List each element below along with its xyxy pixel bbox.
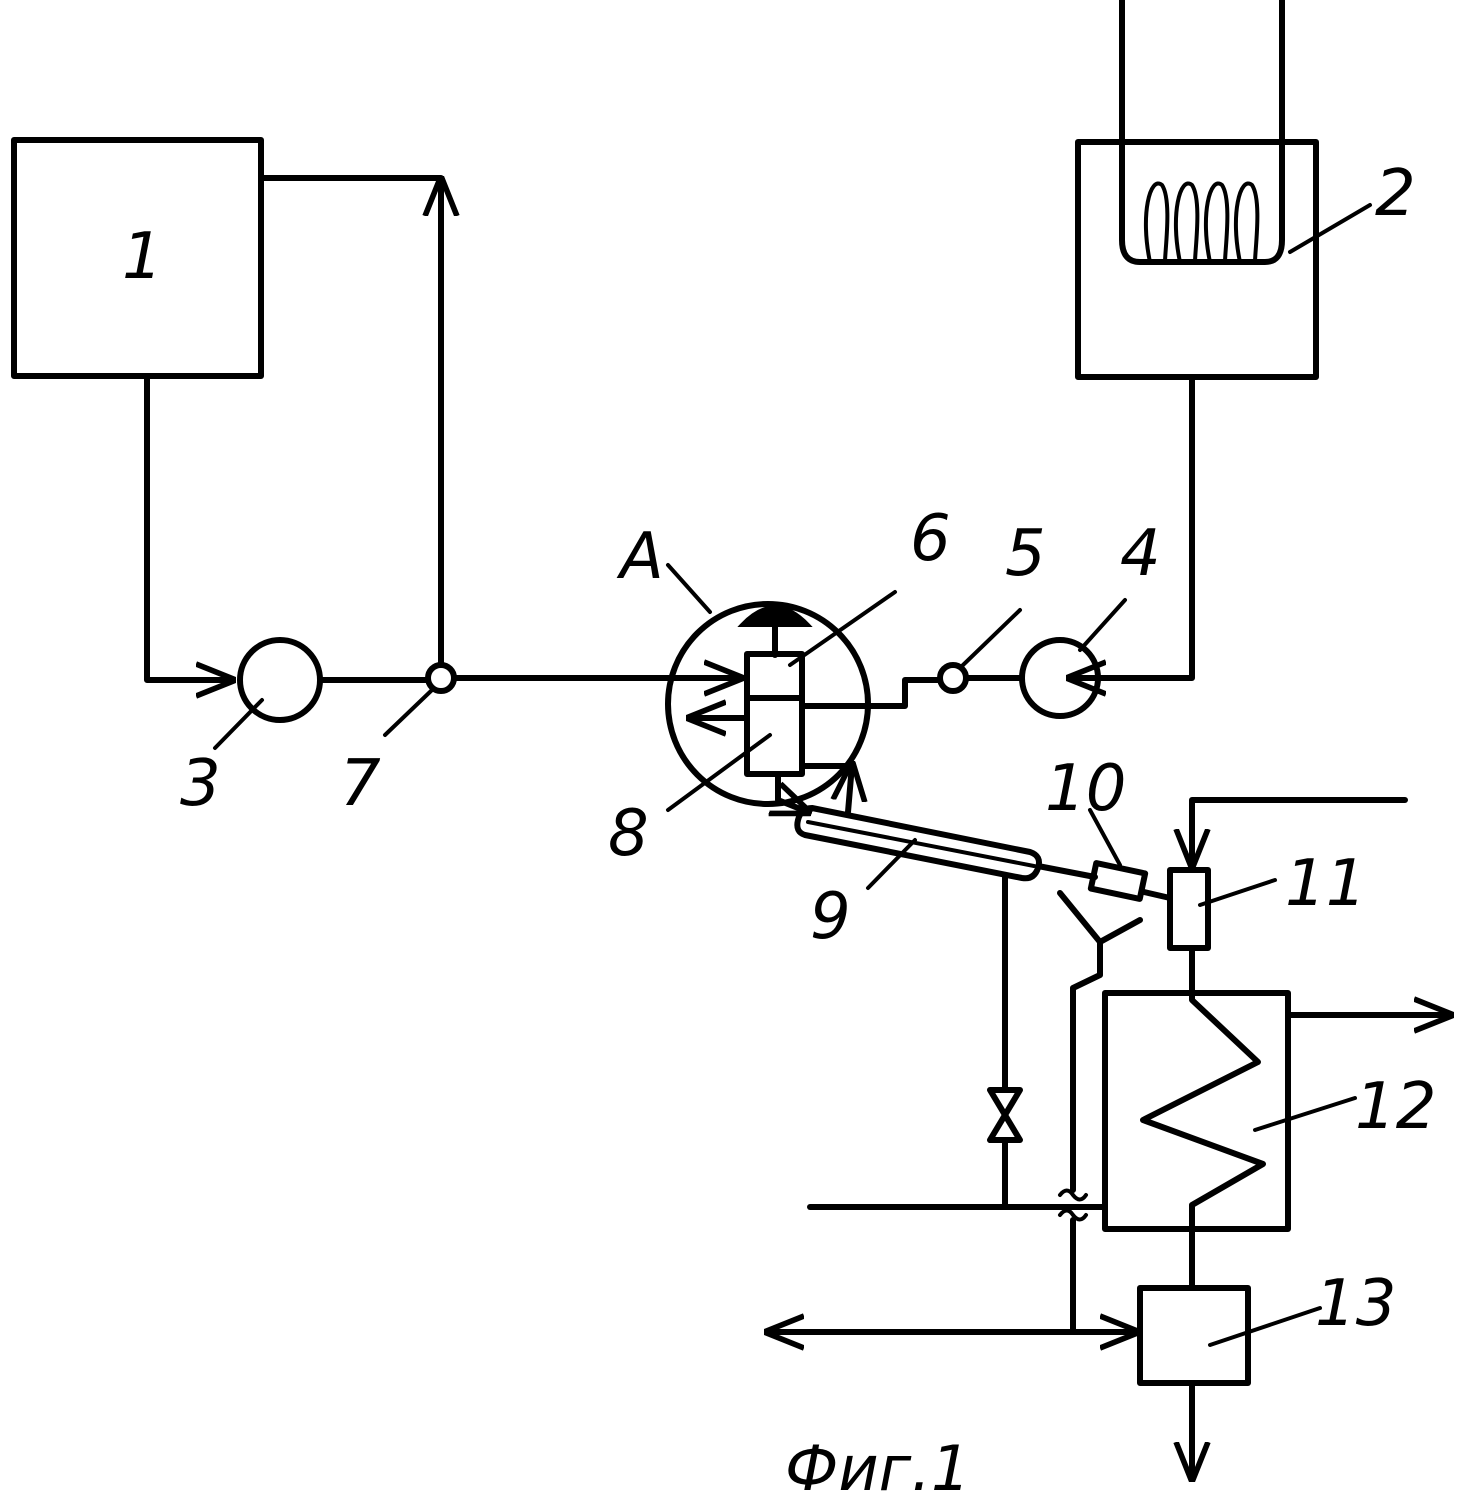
label-11: 11 (1285, 847, 1366, 921)
label-9: 9 (810, 880, 851, 954)
label-6: 6 (910, 502, 951, 576)
valve-symbol (990, 1090, 1020, 1140)
label-10: 10 (1045, 752, 1126, 826)
label-A: A (616, 520, 664, 594)
element-6-8 (747, 654, 802, 774)
label-12: 12 (1355, 1070, 1436, 1144)
element-13 (1140, 1288, 1248, 1383)
label-7: 7 (340, 747, 381, 821)
check-valve-5 (940, 665, 966, 691)
label-3: 3 (180, 747, 221, 821)
label-5: 5 (1005, 517, 1046, 591)
tube-9 (797, 808, 1039, 878)
line-1-to-3 (147, 376, 232, 680)
label-4: 4 (1120, 517, 1161, 591)
label-8: 8 (608, 797, 649, 871)
node-7 (428, 665, 454, 691)
heating-coil (1122, 0, 1282, 262)
element-10 (1091, 863, 1145, 899)
exchanger-coil (1143, 993, 1263, 1229)
heat-exchanger-12 (1105, 993, 1288, 1229)
figure-caption: Фиг.1 (785, 1432, 970, 1503)
label-2: 2 (1375, 157, 1416, 231)
element-11 (1170, 870, 1208, 948)
label-13: 13 (1315, 1267, 1396, 1341)
label-1: 1 (122, 220, 163, 294)
